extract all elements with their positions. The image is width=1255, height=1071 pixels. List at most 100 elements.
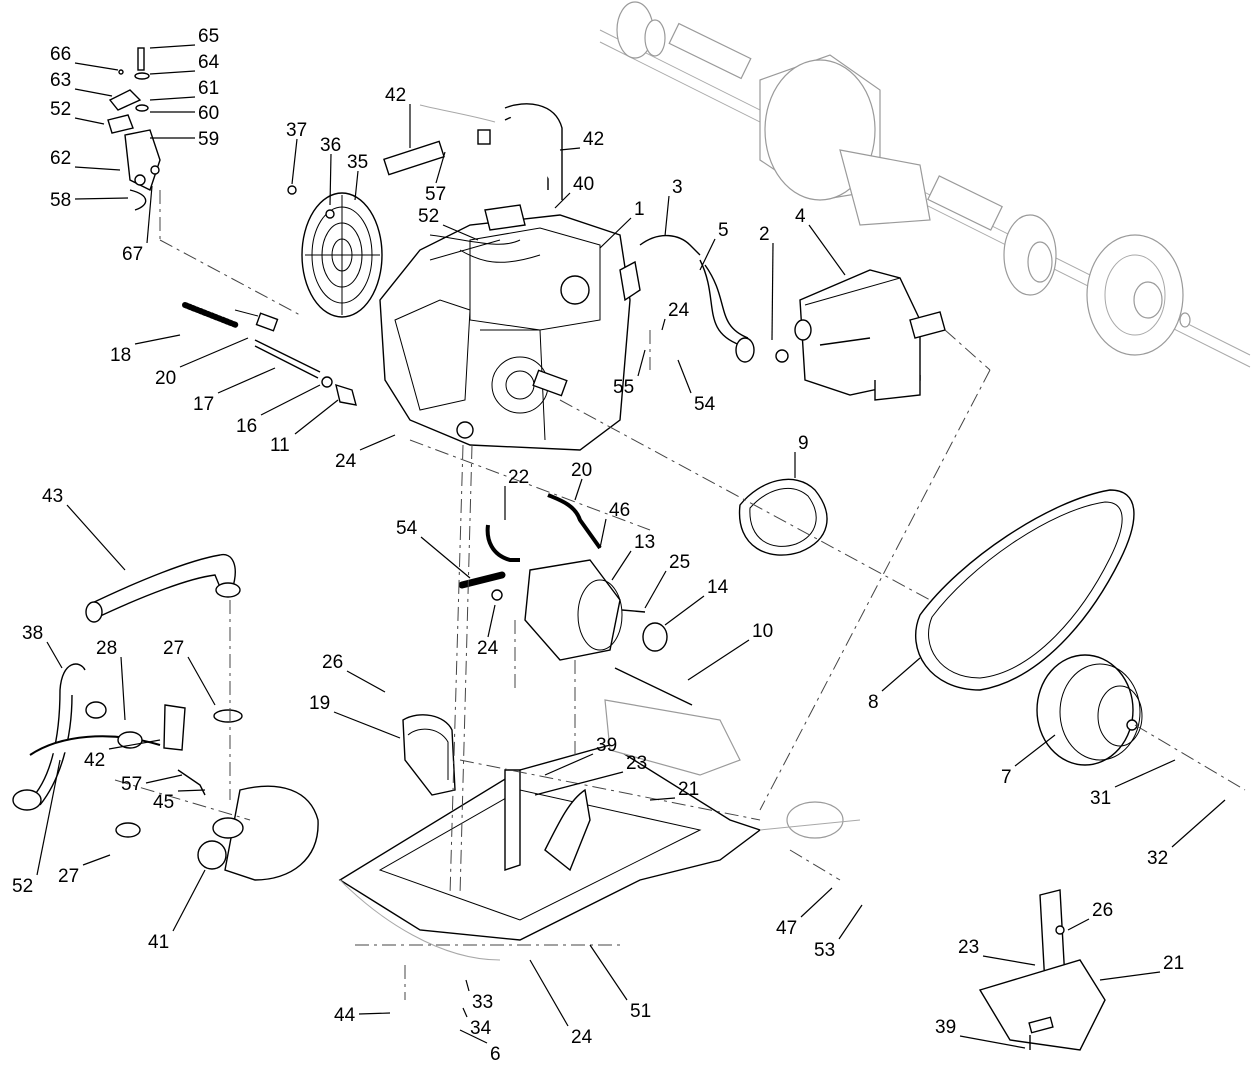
leader-line-36 (329, 153, 332, 206)
callout-24: 24 (668, 300, 690, 321)
leader-line-62 (74, 166, 121, 171)
callout-52: 52 (418, 206, 439, 227)
leader-line-6 (459, 1029, 488, 1044)
callout-37: 37 (286, 120, 307, 141)
leader-line-55 (637, 349, 646, 377)
leader-line-2 (771, 242, 774, 341)
callout-42: 42 (583, 129, 604, 150)
callout-36: 36 (320, 135, 341, 156)
callout-1: 1 (634, 199, 645, 220)
leader-line-52 (36, 759, 61, 876)
callout-3: 3 (672, 177, 683, 198)
leader-line-5 (699, 238, 716, 271)
leader-line-3 (664, 195, 670, 237)
callout-52: 52 (50, 99, 71, 120)
callout-63: 63 (50, 70, 71, 91)
callout-41: 41 (148, 932, 169, 953)
callout-57: 57 (121, 774, 142, 795)
callout-55: 55 (613, 377, 634, 398)
leader-line-37 (291, 138, 298, 185)
callout-54: 54 (396, 518, 418, 539)
callout-27: 27 (58, 866, 79, 887)
leader-line-39 (959, 1035, 1026, 1049)
callout-4: 4 (795, 206, 806, 227)
leader-line-23 (534, 771, 624, 796)
leader-line-57 (145, 774, 183, 784)
fan-guard (287, 185, 383, 318)
center-lines (114, 399, 931, 1000)
callout-42: 42 (84, 750, 105, 771)
leader-line-42 (559, 147, 581, 151)
callout-9: 9 (798, 433, 809, 454)
callout-16: 16 (236, 416, 257, 437)
leader-line-44 (358, 1012, 391, 1015)
leader-line-47 (800, 887, 833, 918)
callout-39: 39 (596, 735, 617, 756)
leader-line-24 (661, 318, 666, 331)
callout-60: 60 (198, 103, 219, 124)
callout-20: 20 (571, 460, 592, 481)
leader-line-28 (120, 656, 126, 721)
callout-34: 34 (470, 1018, 492, 1039)
callout-26: 26 (1092, 900, 1113, 921)
callout-21: 21 (678, 779, 699, 800)
leader-line-66 (74, 62, 119, 71)
leader-line-45 (177, 789, 206, 792)
leader-line-61 (149, 96, 196, 101)
callout-7: 7 (1001, 767, 1012, 788)
leader-line-63 (74, 88, 113, 97)
leader-line-19 (333, 711, 401, 739)
inset-bracket-detail (978, 889, 1106, 1051)
leader-line-58 (74, 197, 129, 200)
leader-line-20 (574, 478, 583, 501)
callout-57: 57 (425, 184, 446, 205)
callout-65: 65 (198, 26, 219, 47)
callout-38: 38 (22, 623, 43, 644)
callout-27: 27 (163, 638, 184, 659)
leader-line-54 (420, 536, 471, 579)
leader-line-24 (359, 434, 396, 451)
callout-6: 6 (490, 1044, 501, 1065)
leader-line-1 (599, 217, 632, 249)
leader-line-8 (881, 657, 921, 692)
leader-line-26 (346, 670, 386, 693)
callout-23: 23 (958, 937, 979, 958)
frame (338, 699, 861, 961)
callout-21: 21 (1163, 953, 1184, 974)
breather-hose (383, 103, 563, 200)
callout-39: 39 (935, 1017, 956, 1038)
callout-62: 62 (50, 148, 71, 169)
callout-2: 2 (759, 224, 770, 245)
callout-43: 43 (42, 486, 63, 507)
callout-44: 44 (334, 1005, 356, 1026)
callout-59: 59 (198, 129, 219, 150)
callout-24: 24 (335, 451, 357, 472)
air-cleaner-system (12, 553, 456, 881)
leader-line-24 (487, 604, 496, 638)
leader-line-27 (82, 854, 111, 866)
leader-line-46 (599, 518, 607, 549)
callout-61: 61 (198, 78, 219, 99)
callout-42: 42 (385, 85, 406, 106)
callout-11: 11 (270, 435, 290, 456)
callout-22: 22 (508, 467, 529, 488)
leader-line-65 (149, 44, 196, 49)
callout-24: 24 (477, 638, 499, 659)
callout-46: 46 (609, 500, 630, 521)
callout-20: 20 (155, 368, 176, 389)
starter-motor (458, 493, 693, 706)
leader-line-53 (838, 904, 863, 940)
throttle-bracket-assembly (107, 47, 301, 316)
callout-47: 47 (776, 918, 797, 939)
leader-line-67 (146, 185, 153, 244)
leader-line-57 (435, 151, 446, 184)
leader-line-18 (134, 334, 181, 345)
callout-40: 40 (573, 174, 594, 195)
leader-line-64 (149, 70, 196, 75)
leader-line-27 (187, 656, 216, 706)
callout-17: 17 (193, 394, 214, 415)
callout-25: 25 (669, 552, 690, 573)
leader-line-10 (687, 639, 750, 681)
callout-32: 32 (1147, 848, 1168, 869)
